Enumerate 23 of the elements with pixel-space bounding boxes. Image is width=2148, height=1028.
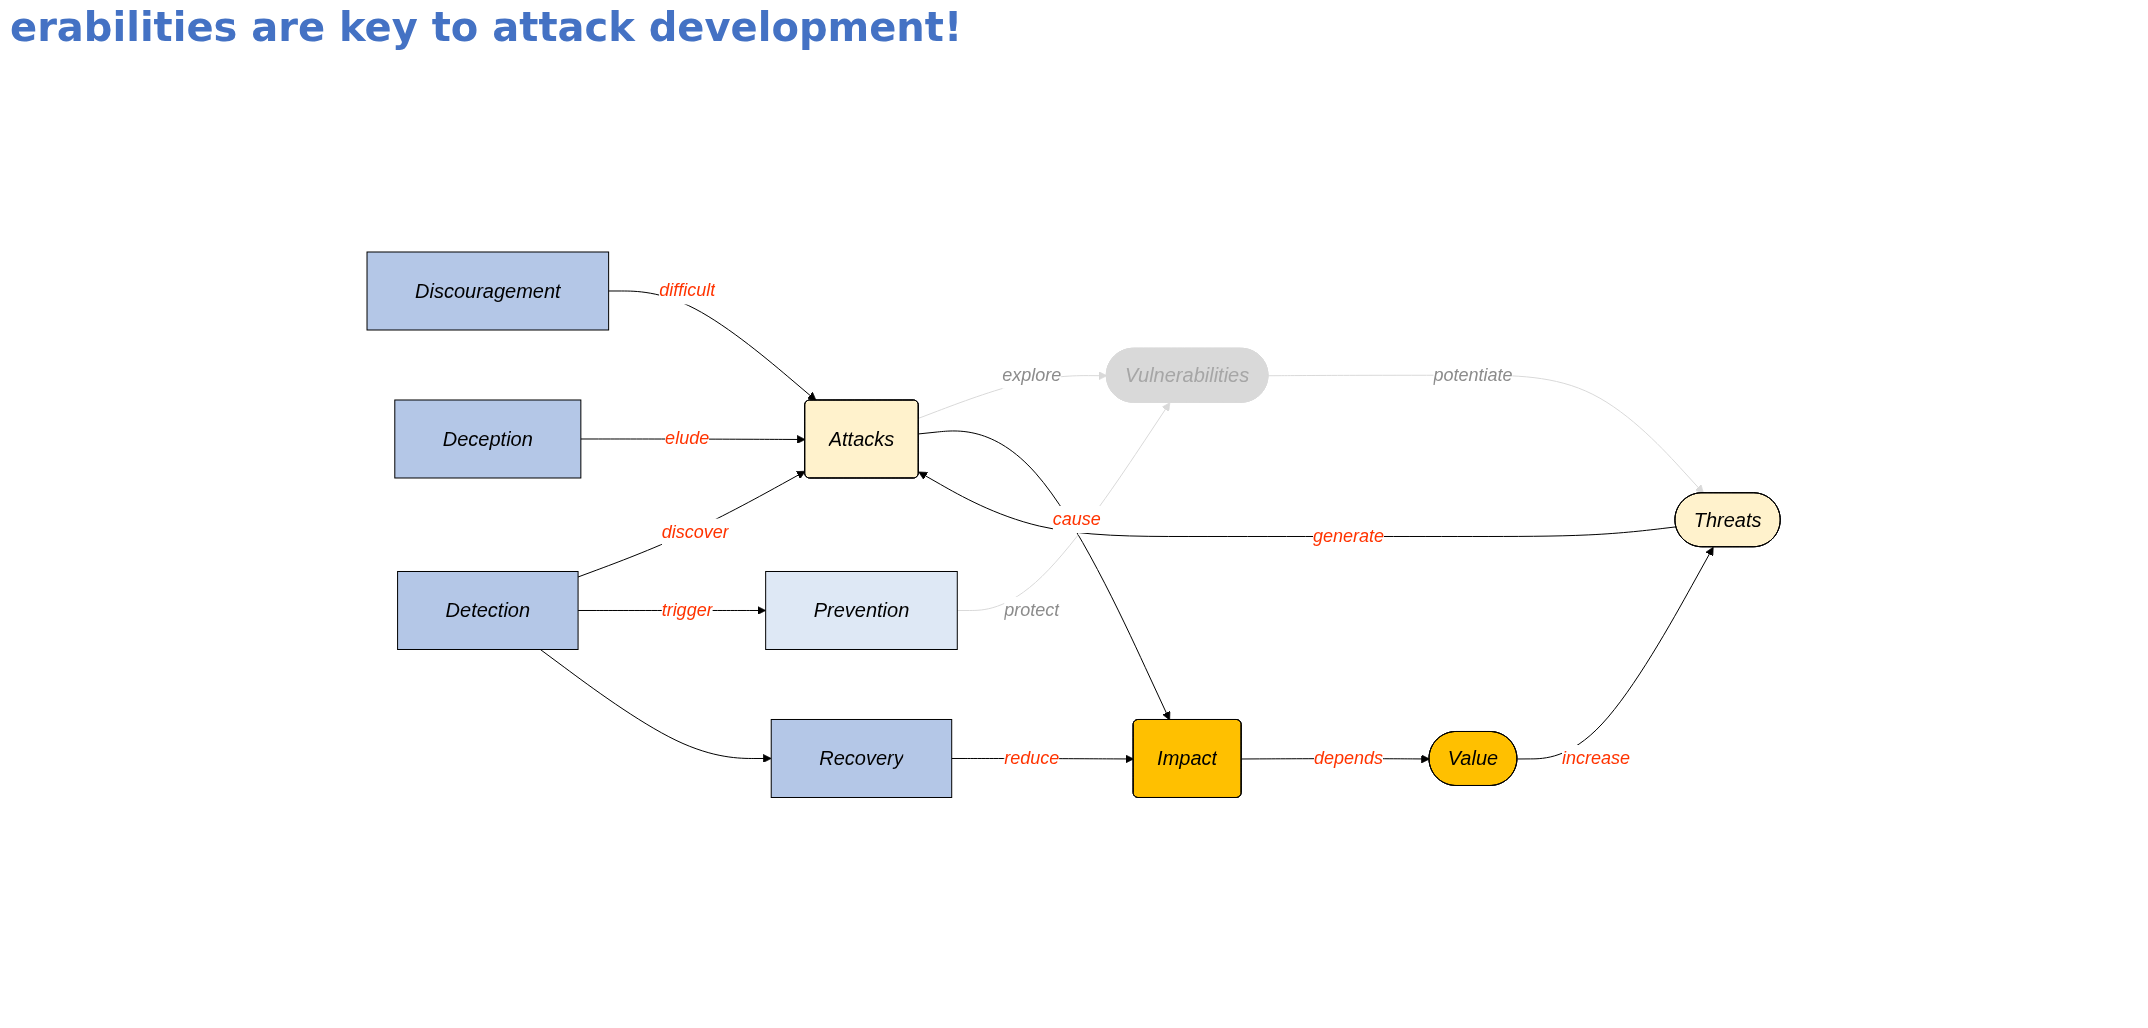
title: erabilities are key to attack development! [9,4,964,50]
node-box: Detection [397,571,579,651]
arrow [918,430,1171,721]
edge-label: cause [1053,509,1102,530]
arrow [957,402,1171,612]
edge-label: explore [1002,365,1062,385]
edge-label: potentiate [1433,365,1513,385]
node-box: Discouragement [366,251,610,331]
edge-label: protect [1004,600,1060,621]
edge-label: generate [1313,526,1385,547]
node-box: Prevention [765,571,959,651]
edge-label: increase [1562,748,1631,769]
edge-label: trigger [662,600,714,621]
edge-label: discover [662,521,730,542]
edge-label: elude [665,428,710,449]
edge-label: reduce [1004,748,1060,769]
arrow [918,471,1678,538]
edge-label: difficult [659,280,716,301]
arrow [577,471,806,578]
edge-label: depends [1314,748,1384,769]
node-box: Deception [394,399,582,479]
arrow [1517,547,1714,760]
arrow [540,649,772,764]
